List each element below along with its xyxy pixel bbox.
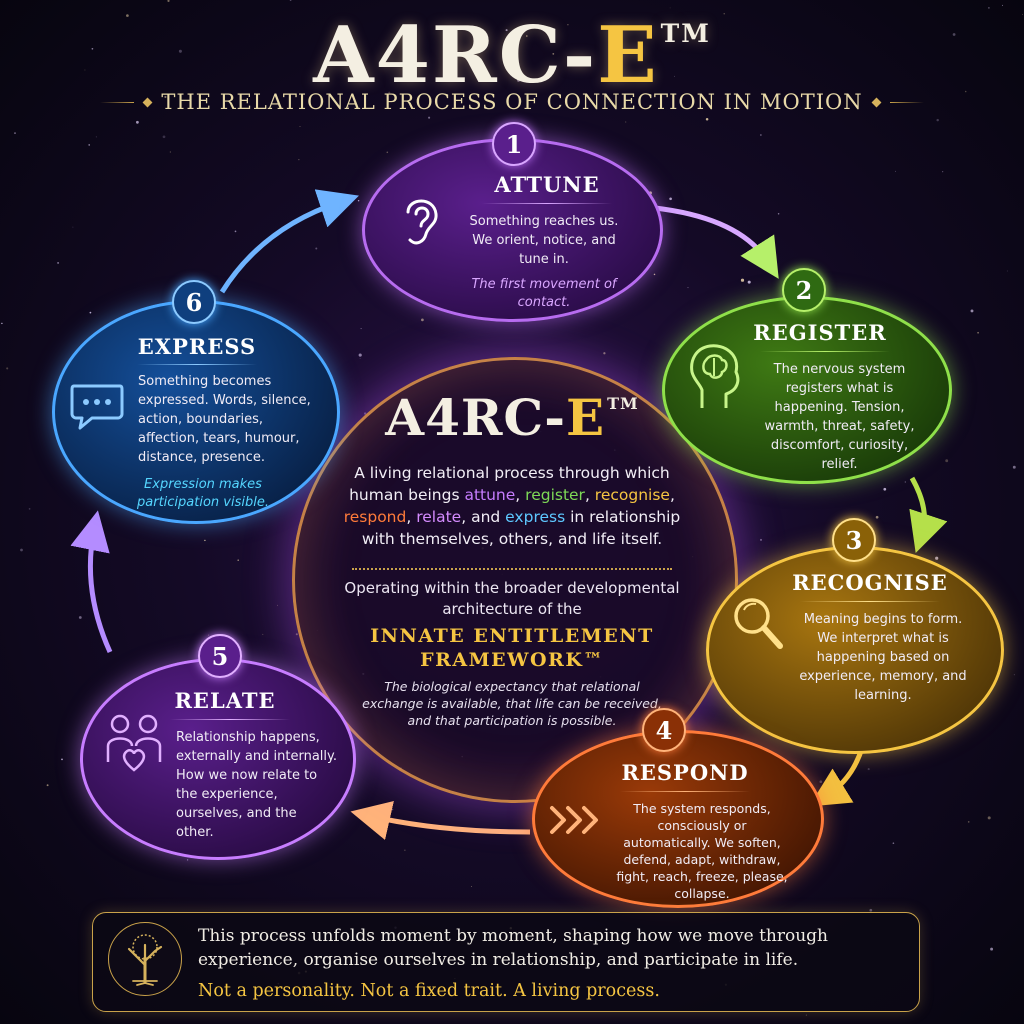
center-description: A living relational process through whic… — [332, 462, 692, 550]
step-title-recognise: RECOGNISE — [792, 570, 948, 595]
step-badge-4: 4 — [642, 708, 686, 752]
arrow-2-to-3 — [909, 476, 948, 553]
step-badge-5: 5 — [198, 634, 242, 678]
footer-text: This process unfolds moment by moment, s… — [198, 926, 828, 970]
center-title-e: E — [565, 388, 606, 447]
center-title-trademark: TM — [607, 393, 639, 413]
step-title-relate: RELATE — [174, 688, 276, 713]
subtitle-rule-left — [100, 101, 135, 103]
main-title-e: E — [597, 10, 659, 101]
tree-icon — [127, 934, 163, 986]
center-desc-end: in relationship with themselves, others,… — [361, 508, 681, 548]
title-underline-attune — [482, 203, 612, 204]
word-recognise: recognise — [594, 486, 670, 504]
biological-expectancy-text: The biological expectancy that relationa… — [362, 679, 662, 728]
title-underline-recognise — [800, 601, 940, 602]
main-title: A4RC-ETM — [0, 10, 1024, 101]
subtitle-diamond-right — [871, 97, 882, 107]
chevrons-icon — [550, 806, 598, 834]
subtitle-row: THE RELATIONAL PROCESS OF CONNECTION IN … — [100, 90, 925, 114]
word-express: express — [505, 508, 566, 526]
step-relate — [80, 658, 356, 860]
step-text-relate: Relationship happens, externally and int… — [176, 730, 337, 840]
step-badge-2: 2 — [782, 268, 826, 312]
title-underline-respond — [620, 791, 750, 792]
step-express — [52, 300, 340, 524]
main-title-trademark: TM — [660, 18, 711, 48]
step-badge-3: 3 — [832, 518, 876, 562]
footer-box — [92, 912, 920, 1012]
operating-text: Operating within the broader development… — [344, 579, 680, 618]
brain-head-icon — [690, 344, 740, 408]
footer-icon-frame — [108, 922, 182, 996]
step-text-attune: Something reaches us. We orient, notice,… — [469, 214, 619, 267]
two-people-heart-icon — [106, 714, 162, 772]
step-title-express: EXPRESS — [137, 334, 257, 359]
center-title-text: A4RC- — [385, 388, 566, 447]
step-badge-1: 1 — [492, 122, 536, 166]
sep-5: , and — [461, 508, 506, 526]
step-text-recognise: Meaning begins to form. We interpret wha… — [799, 612, 967, 703]
subtitle: THE RELATIONAL PROCESS OF CONNECTION IN … — [161, 90, 863, 114]
arrow-3-to-4 — [808, 747, 865, 807]
center-divider — [352, 568, 672, 570]
word-register: register — [525, 486, 585, 504]
title-underline-express — [137, 364, 257, 365]
step-attune — [362, 138, 663, 322]
magnifier-icon — [734, 598, 783, 649]
main-title-text: A4RC- — [313, 10, 598, 101]
framework-line-2: FRAMEWORK™ — [420, 649, 604, 671]
step-title-attune: ATTUNE — [494, 172, 600, 197]
footer-tagline: Not a personality. Not a fixed trait. A … — [198, 981, 660, 1001]
word-attune: attune — [464, 486, 516, 504]
arrow-6-to-1 — [219, 189, 359, 294]
sep-1: , — [515, 486, 526, 504]
sep-3: , — [669, 486, 675, 504]
center-desc-start: A living relational process through whic… — [349, 464, 670, 504]
step-title-register: REGISTER — [753, 320, 887, 345]
step-text-respond: The system responds, consciously or auto… — [616, 801, 788, 901]
step-note-attune: The first movement of contact. — [471, 277, 617, 310]
word-respond: respond — [343, 508, 407, 526]
arrow-4-to-5 — [350, 800, 531, 840]
title-underline-relate — [170, 719, 290, 720]
step-title-respond: RESPOND — [621, 760, 749, 785]
step-text-express: Something becomes expressed. Words, sile… — [138, 374, 311, 465]
framework-name: INNATE ENTITLEMENT FRAMEWORK™ — [332, 624, 692, 672]
step-recognise — [706, 546, 1004, 754]
step-text-register: The nervous system registers what is hap… — [764, 362, 915, 472]
word-relate: relate — [416, 508, 462, 526]
sep-4: , — [406, 508, 417, 526]
framework-line-1: INNATE ENTITLEMENT — [370, 625, 654, 647]
ear-icon — [406, 199, 438, 245]
sep-2: , — [584, 486, 595, 504]
subtitle-rule-right — [889, 101, 925, 103]
step-register — [662, 296, 952, 484]
speech-bubble-icon — [70, 384, 124, 430]
arrow-1-to-2 — [654, 205, 779, 279]
step-note-express: Expression makes participation visible. — [137, 477, 269, 510]
arrow-5-to-6 — [70, 510, 113, 654]
subtitle-diamond-left — [142, 97, 153, 107]
step-badge-6: 6 — [172, 280, 216, 324]
title-underline-register — [760, 351, 890, 352]
